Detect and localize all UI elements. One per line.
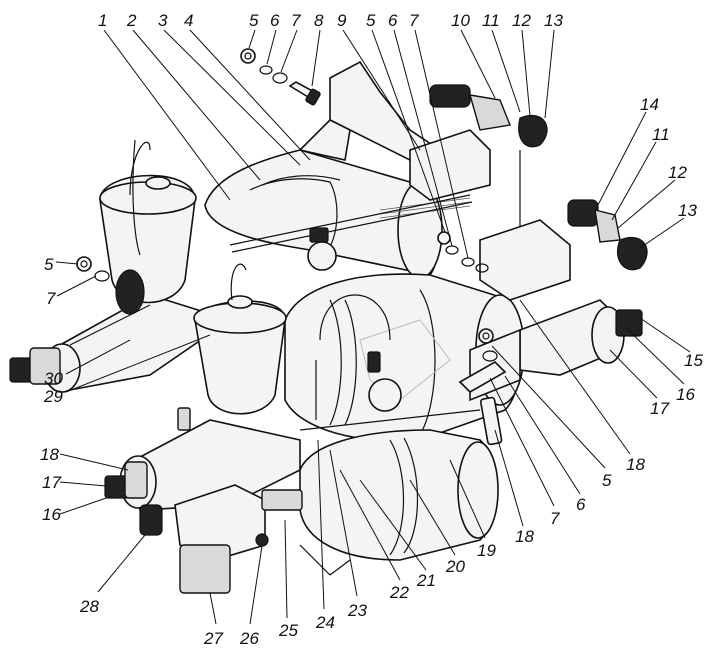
callout-left-6: 17 (42, 473, 61, 492)
callout-left-8: 28 (79, 597, 99, 616)
callout-top-15: 12 (512, 11, 531, 30)
callout-bottom-11: 7 (550, 509, 560, 528)
filter-bowl-left (99, 141, 197, 315)
upper-left-cylinder (9, 294, 232, 393)
loose-fasteners (76, 48, 507, 446)
callout-top-16: 13 (544, 11, 563, 30)
callout-bottom-13: 5 (602, 471, 612, 490)
callout-top-8: 8 (314, 11, 324, 30)
valve-right (479, 199, 648, 301)
callout-right-7: 17 (650, 399, 669, 418)
callout-bottom-6: 22 (389, 583, 409, 602)
callout-bottom-1: 27 (203, 629, 223, 648)
callout-top-3: 3 (158, 11, 168, 30)
callout-top-11: 6 (388, 11, 398, 30)
lower-left-cylinder (104, 407, 301, 511)
callout-top-13: 10 (451, 11, 470, 30)
callout-left-5: 18 (40, 445, 59, 464)
callout-labels: 1 2 3 4 5 6 7 8 9 5 6 7 10 11 12 13 14 1… (40, 11, 703, 648)
callout-right-3: 12 (668, 163, 687, 182)
valve-top (409, 84, 548, 201)
callout-left-4: 29 (43, 387, 63, 406)
callout-top-7: 7 (291, 11, 301, 30)
callout-right-2: 11 (652, 125, 670, 144)
leader-lines (55, 29, 691, 625)
callout-top-14: 11 (482, 11, 500, 30)
callout-bottom-4: 24 (315, 613, 335, 632)
callout-top-6: 6 (270, 11, 280, 30)
callout-left-1: 5 (44, 255, 54, 274)
callout-bottom-12: 6 (576, 495, 586, 514)
callout-top-10: 5 (366, 11, 376, 30)
callout-right-5: 15 (684, 351, 703, 370)
callout-top-12: 7 (409, 11, 419, 30)
callout-top-2: 2 (126, 11, 137, 30)
callout-left-3: 30 (44, 369, 63, 388)
filter-bowl-center (193, 263, 287, 415)
callout-bottom-2: 26 (239, 629, 259, 648)
callout-bottom-14: 18 (626, 455, 645, 474)
callout-right-1: 14 (640, 95, 659, 114)
callout-right-4: 13 (678, 201, 697, 220)
callout-left-7: 16 (42, 505, 61, 524)
assembly-artwork (9, 48, 648, 594)
callout-bottom-7: 21 (416, 571, 436, 590)
callout-top-1: 1 (98, 11, 107, 30)
valve-bottom (139, 484, 303, 594)
bottom-chamber (299, 429, 499, 576)
callout-top-5: 5 (249, 11, 259, 30)
callout-bottom-10: 18 (515, 527, 534, 546)
callout-bottom-3: 25 (278, 621, 298, 640)
callout-bottom-9: 19 (477, 541, 496, 560)
callout-left-2: 7 (46, 289, 56, 308)
callout-right-6: 16 (676, 385, 695, 404)
callout-bottom-8: 20 (445, 557, 465, 576)
callout-top-9: 9 (337, 11, 347, 30)
callout-bottom-5: 23 (347, 601, 367, 620)
callout-top-4: 4 (184, 11, 193, 30)
